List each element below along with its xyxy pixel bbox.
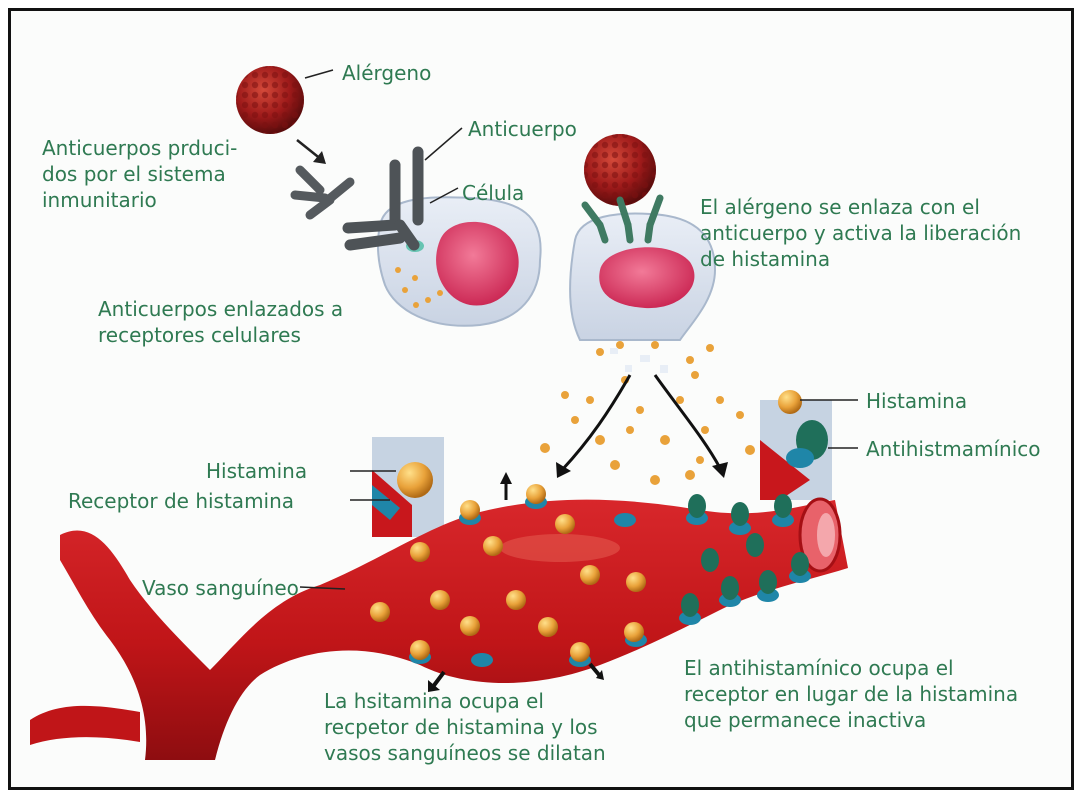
cell-with-antibody bbox=[378, 197, 541, 326]
white-fragments bbox=[610, 348, 668, 373]
antibody-icon bbox=[295, 170, 350, 215]
label-celula: Célula bbox=[462, 180, 524, 206]
label-histamina-right: Histamina bbox=[866, 388, 967, 414]
label-alergeno: Alérgeno bbox=[342, 60, 431, 86]
label-anticuerpo: Anticuerpo bbox=[468, 116, 577, 142]
mast-cell-releasing bbox=[570, 213, 715, 340]
bound-antibody-icon bbox=[348, 152, 418, 245]
leader-line bbox=[305, 70, 333, 78]
label-vaso-sanguineo: Vaso sanguíneo bbox=[142, 575, 299, 601]
label-antihistaminico: Antihistmamínico bbox=[866, 436, 1041, 462]
arrow-right-icon bbox=[655, 375, 720, 468]
label-antihistaminico-ocupa: El antihistamínico ocupa el receptor en … bbox=[684, 655, 1018, 733]
allergen-bound bbox=[584, 134, 656, 206]
inset-histamine-receptor bbox=[372, 437, 444, 537]
allergen-particle bbox=[236, 66, 304, 134]
leader-line bbox=[425, 128, 462, 160]
label-anticuerpos-enlazados: Anticuerpos enlazados a receptores celul… bbox=[98, 296, 343, 348]
label-anticuerpos-producidos: Anticuerpos prduci- dos por el sistema i… bbox=[42, 135, 237, 213]
inset-antihistamine bbox=[760, 390, 832, 500]
label-receptor-histamina: Receptor de histamina bbox=[68, 488, 294, 514]
label-histamina-ocupa: La hsitamina ocupa el recpetor de histam… bbox=[324, 688, 606, 766]
label-histamina-left: Histamina bbox=[206, 458, 307, 484]
label-alergeno-enlaza: El alérgeno se enlaza con el anticuerpo … bbox=[700, 194, 1021, 272]
